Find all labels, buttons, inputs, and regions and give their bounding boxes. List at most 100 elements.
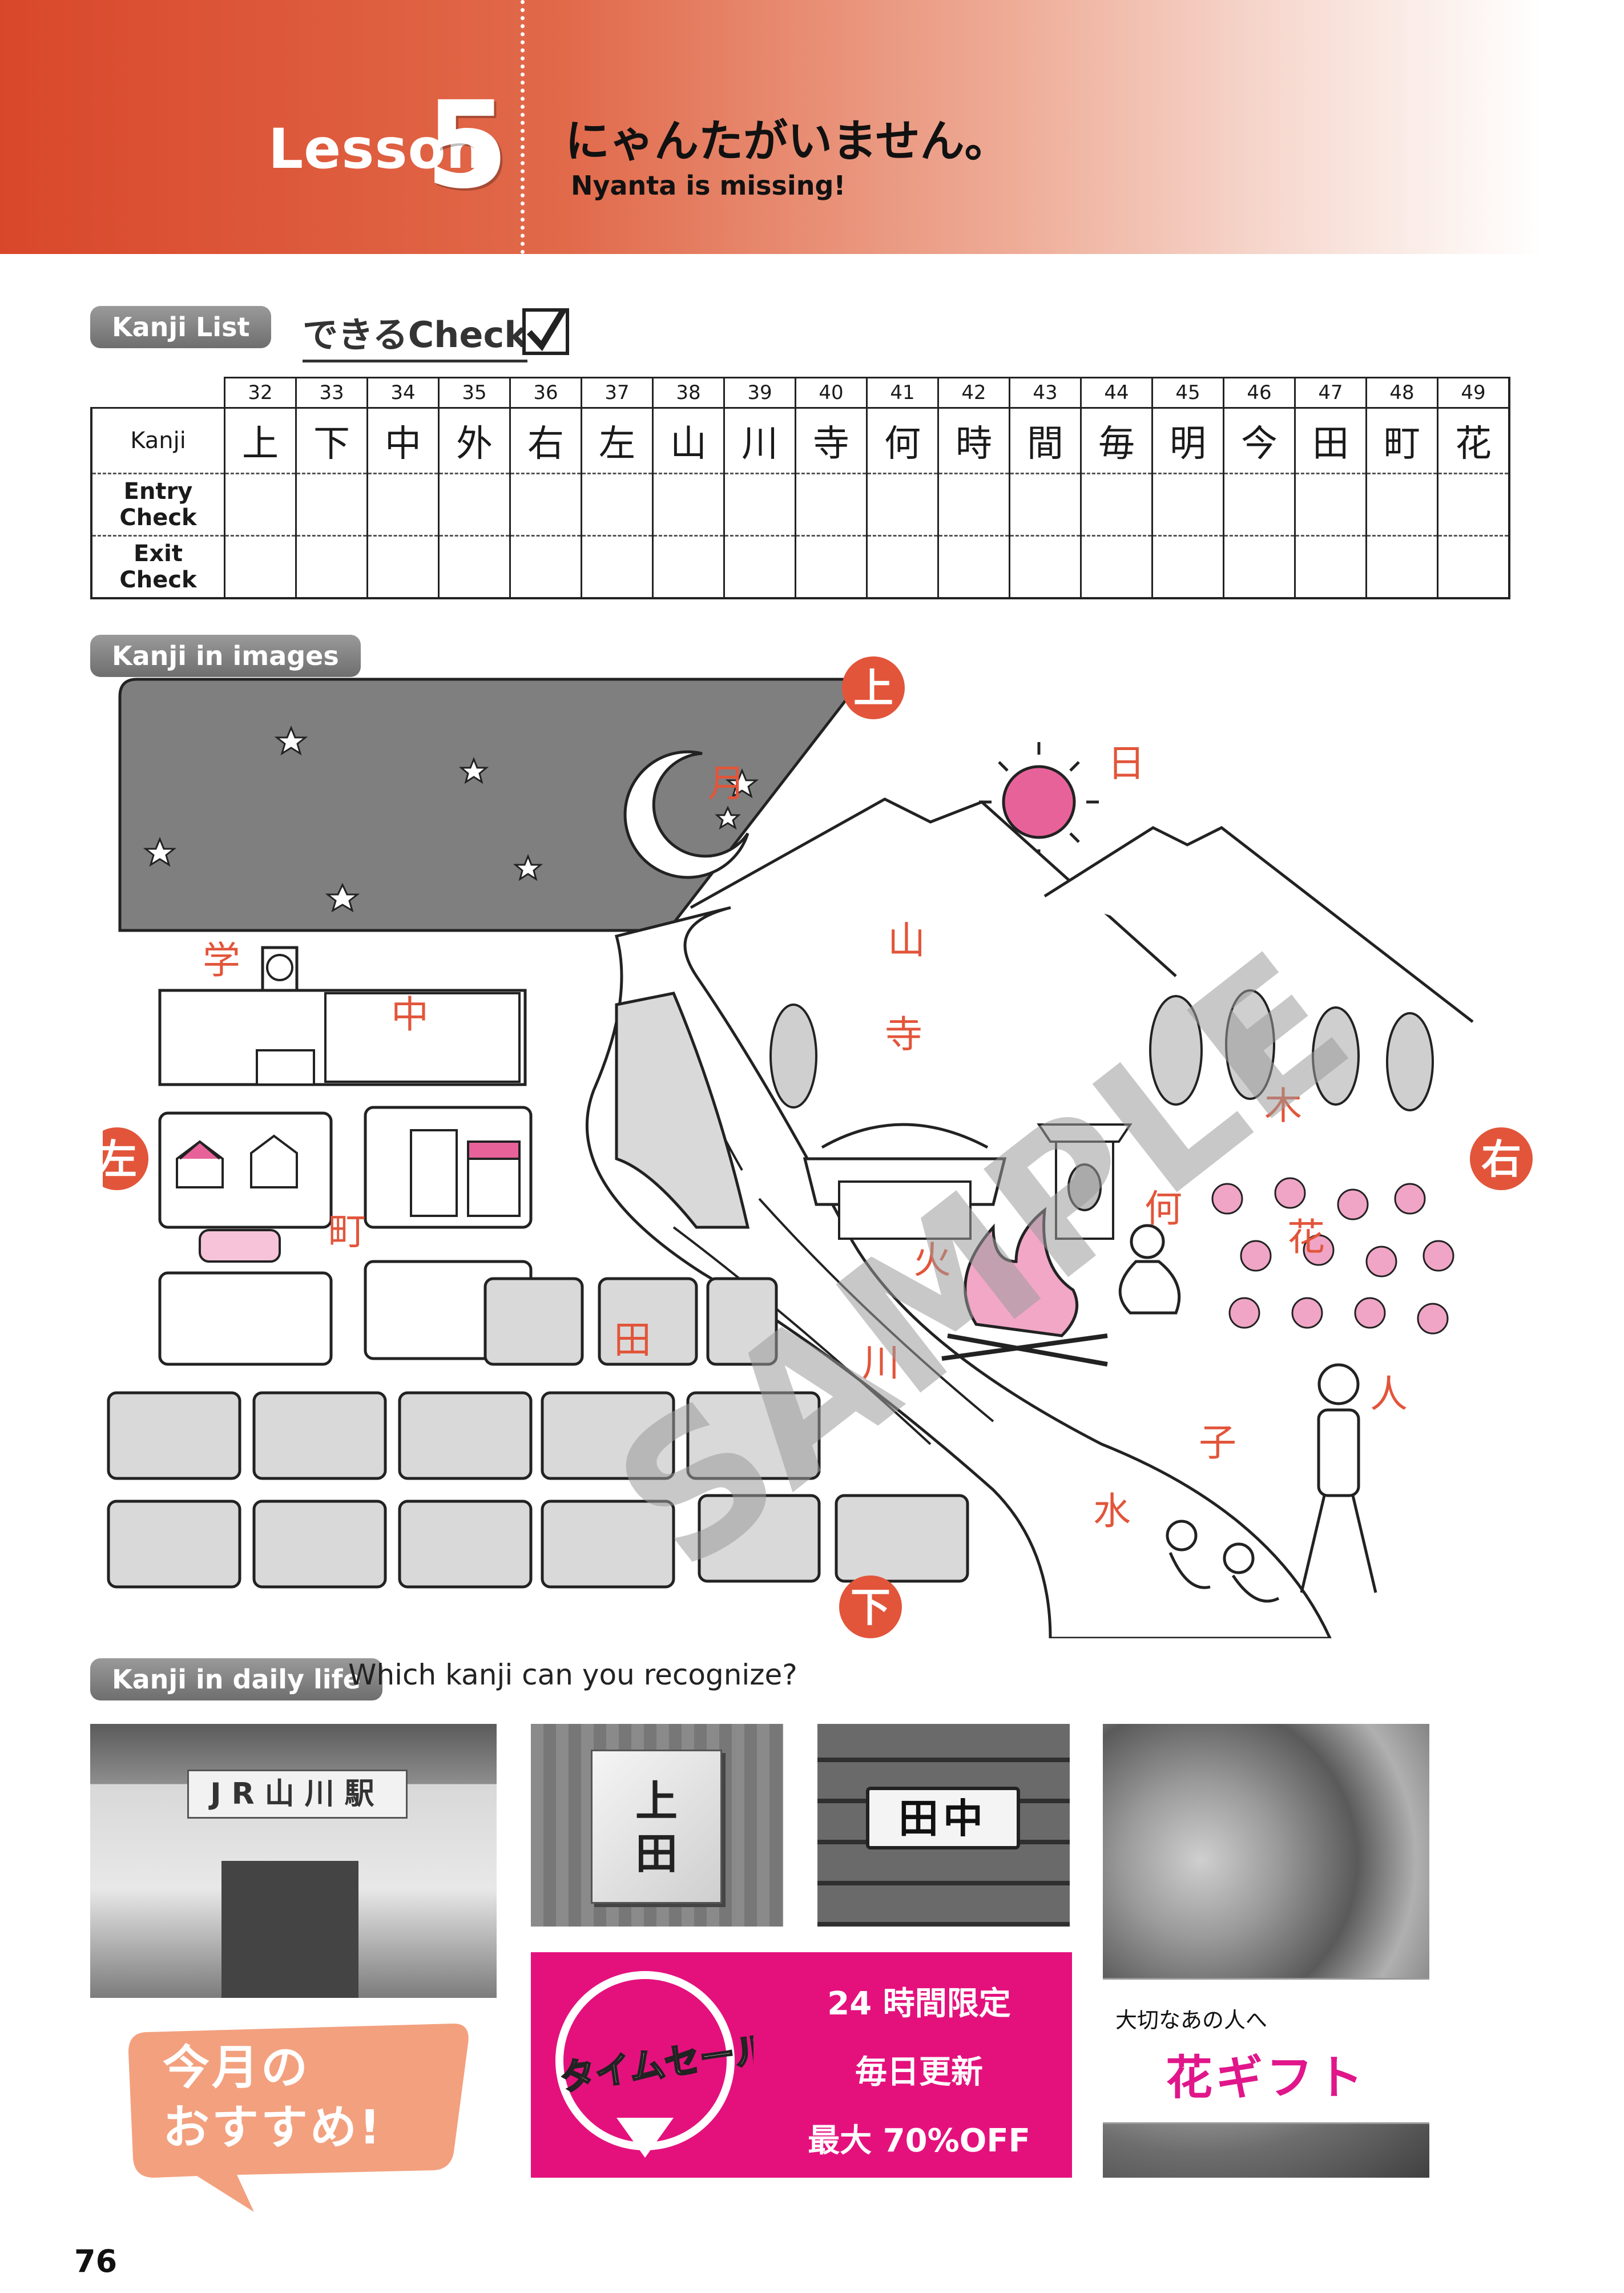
exit-check-cell[interactable]: [366, 535, 439, 599]
kanji-cell: 川: [723, 407, 796, 474]
classroom: [324, 992, 521, 1083]
kanji-number: 48: [1365, 377, 1438, 408]
entry-check-cell[interactable]: [581, 473, 653, 536]
exit-check-cell[interactable]: [1365, 535, 1438, 599]
entry-check-cell[interactable]: [1080, 473, 1152, 536]
tanaka-nameplate: 田中: [866, 1787, 1020, 1849]
kanji-in-images-pill: Kanji in images: [90, 635, 361, 677]
exit-check-cell[interactable]: [795, 535, 867, 599]
exit-check-cell[interactable]: [1151, 535, 1224, 599]
flower-gift-card: 大切なあの人へ 花ギフト: [1103, 1978, 1429, 2124]
exit-check-cell[interactable]: [581, 535, 653, 599]
car-icon: [199, 1229, 281, 1263]
entry-check-cell[interactable]: [438, 473, 510, 536]
kanji-number: 43: [1009, 377, 1081, 408]
kanji-number: 41: [866, 377, 938, 408]
mountain-left: [690, 797, 1177, 977]
svg-text:右: 右: [1481, 1136, 1521, 1183]
page-number: 76: [74, 2243, 118, 2279]
label-tree: 木: [1264, 1084, 1302, 1128]
kanji-number: 36: [509, 377, 582, 408]
exit-check-cell[interactable]: [1294, 535, 1367, 599]
exit-check-cell[interactable]: [1437, 535, 1510, 599]
entry-check-cell[interactable]: [652, 473, 724, 536]
entry-check-cell[interactable]: [1294, 473, 1367, 536]
entry-check-cell[interactable]: [1223, 473, 1295, 536]
kanji-cell: 下: [295, 407, 368, 474]
kanji-cell: 中: [366, 407, 439, 474]
clock-icon: [266, 954, 293, 981]
tree-icons: [769, 989, 1434, 1111]
bell-tower-icon: [1037, 1123, 1133, 1143]
entry-check-cell[interactable]: [1009, 473, 1081, 536]
kanji-number: 42: [937, 377, 1010, 408]
sale-line-3: 最大 70%OFF: [808, 2122, 1030, 2159]
kanji-number: 35: [438, 377, 510, 408]
daily-life-question: Which kanji can you recognize?: [348, 1658, 797, 1691]
label-temple: 寺: [885, 1013, 922, 1057]
exit-check-cell[interactable]: [866, 535, 938, 599]
entry-check-cell[interactable]: [509, 473, 582, 536]
label-water: 水: [1093, 1489, 1131, 1533]
exit-check-cell[interactable]: [652, 535, 724, 599]
label-town: 町: [328, 1210, 366, 1254]
kanji-number: 47: [1294, 377, 1367, 408]
row-label-kanji: Kanji: [90, 407, 225, 474]
sale-line-1: 24 時間限定: [827, 1985, 1011, 2022]
exit-check-cell[interactable]: [1080, 535, 1152, 599]
lesson-title-japanese: にゃんたがいません。: [565, 116, 1009, 167]
entry-check-cell[interactable]: [1437, 473, 1510, 536]
kanji-number: 45: [1151, 377, 1224, 408]
kanji-cell: 山: [652, 407, 724, 474]
kanji-cell: 左: [581, 407, 653, 474]
kanji-scene-illustration: 月 日 学 中 山 寺 木 何 花 火 町 田 川 人 子 水 上 下 左 右 …: [103, 656, 1533, 1638]
house-icon: [250, 1134, 298, 1188]
label-child: 子: [1199, 1421, 1236, 1465]
exit-check-cell[interactable]: [1223, 535, 1295, 599]
entry-check-cell[interactable]: [224, 473, 296, 536]
star-icon: [143, 726, 759, 913]
direction-left: 左: [103, 1127, 148, 1190]
label-person: 人: [1370, 1372, 1408, 1416]
entry-check-cell[interactable]: [1151, 473, 1224, 536]
corner-cell: [91, 377, 225, 408]
kanji-cell: 時: [937, 407, 1010, 474]
exit-check-cell[interactable]: [1009, 535, 1081, 599]
kanji-cell: 今: [1223, 407, 1295, 474]
kanji-number: 44: [1080, 377, 1152, 408]
entry-check-cell[interactable]: [295, 473, 368, 536]
entry-check-cell[interactable]: [366, 473, 439, 536]
entry-check-cell[interactable]: [723, 473, 796, 536]
exit-check-cell[interactable]: [224, 535, 296, 599]
river: [585, 906, 1332, 1638]
exit-check-cell[interactable]: [509, 535, 582, 599]
kanji-number: 46: [1223, 377, 1295, 408]
ueda-line-2: 田: [635, 1829, 678, 1879]
check-box-icon: [522, 307, 569, 355]
exit-check-cell[interactable]: [723, 535, 796, 599]
direction-right: 右: [1470, 1127, 1533, 1190]
entry-check-cell[interactable]: [795, 473, 867, 536]
lesson-number: 5: [425, 75, 509, 215]
entry-check-cell[interactable]: [1365, 473, 1438, 536]
person-icon: [1300, 1363, 1377, 1593]
entry-check-cell[interactable]: [937, 473, 1010, 536]
lesson-header: [0, 0, 1624, 254]
lesson-label: Lesson: [268, 117, 486, 181]
entry-check-cell[interactable]: [866, 473, 938, 536]
bubble-line-1: 今月の: [163, 2041, 311, 2095]
fire-icon: [964, 1207, 1079, 1337]
exit-check-cell[interactable]: [937, 535, 1010, 599]
exit-check-cell[interactable]: [438, 535, 510, 599]
entry-check-row: Entry Check: [90, 473, 1510, 536]
kanji-number: 37: [581, 377, 653, 408]
svg-text:下: 下: [851, 1584, 890, 1631]
flower-gift-photo: 大切なあの人へ 花ギフト: [1103, 1724, 1429, 2178]
sale-line-2: 毎日更新: [855, 2054, 983, 2091]
town-block: [158, 1111, 333, 1229]
town-block: [158, 1271, 333, 1366]
exit-check-cell[interactable]: [295, 535, 368, 599]
